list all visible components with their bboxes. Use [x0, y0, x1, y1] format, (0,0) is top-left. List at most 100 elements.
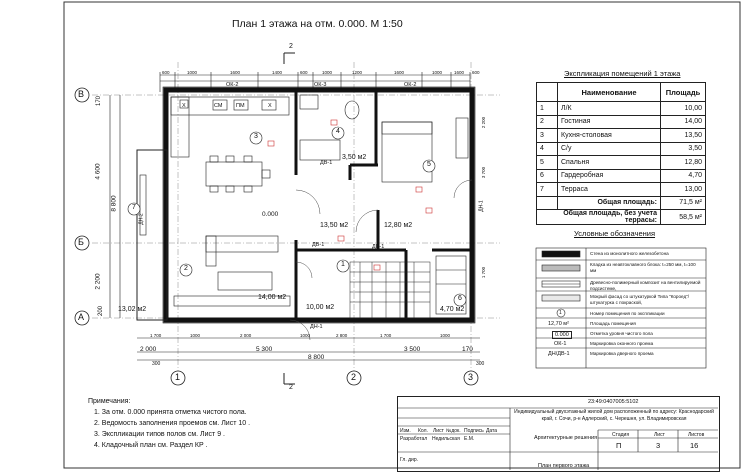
door-mark: ДВ-1	[312, 242, 325, 248]
window-mark: ОК-2	[226, 82, 239, 88]
note-item: 3. Экспликации типов полов см. Лист 9 .	[94, 431, 225, 438]
stamp-col: Дата	[486, 428, 498, 434]
section-cut-marks	[283, 52, 295, 385]
dim-side: 300	[476, 361, 485, 367]
sheet-head: Стадия	[612, 432, 630, 438]
cell-area: 14,00	[660, 114, 706, 129]
axis-number-1: 1	[175, 372, 181, 382]
cell-name: С/у	[557, 141, 661, 156]
dining-table	[205, 155, 271, 193]
cell-num: 3	[536, 128, 558, 143]
terrace-outline	[136, 149, 168, 321]
note-item: 2. Ведомость заполнения проемов см. Лист…	[94, 420, 251, 427]
symbol-key: 0.000	[552, 331, 572, 339]
window-mark: ОК-2	[404, 82, 417, 88]
stamp-col: Лист	[433, 428, 444, 434]
dim-top: 1000	[187, 70, 198, 75]
stamp-grid	[397, 407, 718, 470]
left-dimension-lines	[109, 95, 121, 318]
stamp-col: №док.	[446, 428, 461, 434]
wardrobe	[435, 255, 467, 315]
symbol-label: Древесно-полимерный композит на вентилир…	[590, 280, 701, 291]
door-mark: ДВ-1	[372, 244, 385, 250]
title-block: 23:49:0407005:5102 Индивидуальный двухэт…	[397, 396, 720, 472]
dim-left: 170	[96, 95, 103, 107]
axis-bubbles	[74, 87, 479, 386]
symbol-label: Номер помещения по экспликации	[590, 311, 665, 316]
axis-letter-v: В	[78, 89, 85, 99]
dim-side: 300	[152, 361, 161, 367]
exterior-walls	[162, 86, 476, 324]
axis-number-2: 2	[351, 372, 357, 382]
dim-total: 170	[462, 346, 473, 353]
fridge-label: Х	[182, 103, 186, 109]
dim-bottom: 1000	[300, 333, 311, 338]
cell-name: Гардеробная	[557, 168, 661, 183]
dim-right: 2 200	[481, 116, 487, 129]
cell-name: Гостиная	[557, 114, 661, 129]
cell-area: 13,00	[660, 182, 706, 197]
dim-bottom: 2 000	[240, 333, 252, 338]
stairs	[349, 261, 431, 319]
cell-name: Л/К	[557, 101, 661, 116]
door-mark: ДН-1	[310, 324, 323, 330]
sheet-total: 16	[690, 441, 699, 450]
total-label: Общая площадь:	[557, 195, 661, 210]
fridge-label-2: Х	[268, 103, 272, 109]
stamp-role: Разработал	[400, 436, 428, 442]
dim-top: 600	[300, 70, 308, 75]
stamp-role: Гл. дир.	[400, 457, 419, 463]
symbol-label: Стена из монолитного железобетона	[590, 251, 669, 256]
dim-top: 600	[472, 70, 480, 75]
stamp-initials: Е.М.	[464, 436, 475, 442]
symbols-swatches	[541, 250, 581, 318]
total2-value: 58,5 м²	[660, 209, 706, 225]
dim-overall: 8 800	[308, 354, 325, 361]
dim-left: 8 800	[110, 195, 118, 212]
dim-right: 3 700	[481, 166, 487, 179]
axis-letter-b: Б	[78, 237, 84, 247]
room-number-3: 3	[254, 133, 258, 140]
stamp-col: Изм.	[400, 428, 411, 434]
floor-level-mark: 0.000	[262, 211, 279, 218]
total2-label: Общая площадь, без учета террасы:	[536, 209, 661, 225]
stamp-person: Недильская	[432, 436, 460, 442]
cut-mark-bottom: 2	[289, 384, 293, 391]
dim-left: 2 200	[94, 273, 102, 290]
cell-name: Терраса	[557, 182, 661, 197]
washer-label: СМ	[214, 103, 223, 109]
bottom-dimension-lines	[137, 337, 480, 361]
dim-left: 4 600	[94, 163, 102, 180]
dim-bottom: 2 800	[336, 333, 348, 338]
level-markers	[267, 119, 433, 271]
cell-area: 4,70	[660, 168, 706, 183]
dim-total: 2 000	[140, 346, 157, 353]
axis-letter-a: А	[78, 312, 85, 322]
stamp-col: Подпись	[464, 428, 484, 434]
sheet-stage: П	[616, 441, 622, 450]
living-furniture	[173, 235, 291, 307]
note-item: 4. Кладочный план см. Раздел КР .	[94, 442, 208, 449]
symbol-key: 1	[559, 310, 562, 316]
sheet-number: 3	[656, 441, 661, 450]
stamp-col: Кол.	[418, 428, 428, 434]
room-area-2: 14,00 м2	[258, 294, 287, 301]
symbol-label: Площадь помещения	[590, 321, 636, 326]
explication-title: Экспликация помещений 1 этажа	[564, 69, 681, 78]
symbol-key: 12,70 м²	[548, 321, 569, 327]
cell-name: Спальня	[557, 155, 661, 170]
notes-heading: Примечания:	[88, 398, 131, 405]
dim-top: 1200	[352, 70, 363, 75]
stamp-code: 23:49:0407005:5102	[588, 399, 639, 405]
dim-right: 1 700	[481, 266, 487, 279]
page-title: План 1 этажа на отм. 0.000. М 1:50	[232, 18, 403, 30]
notes-block: Примечания: 1. За отм. 0.000 принята отм…	[88, 396, 250, 451]
total-row: Общая площадь:71,5 м²	[536, 195, 706, 210]
dishwasher-label: ПМ	[236, 103, 245, 109]
symbol-label: Мокрый фасад со штукатуркой Типа "Короед…	[590, 294, 690, 305]
room-area-4: 3,50 м2	[342, 154, 367, 161]
